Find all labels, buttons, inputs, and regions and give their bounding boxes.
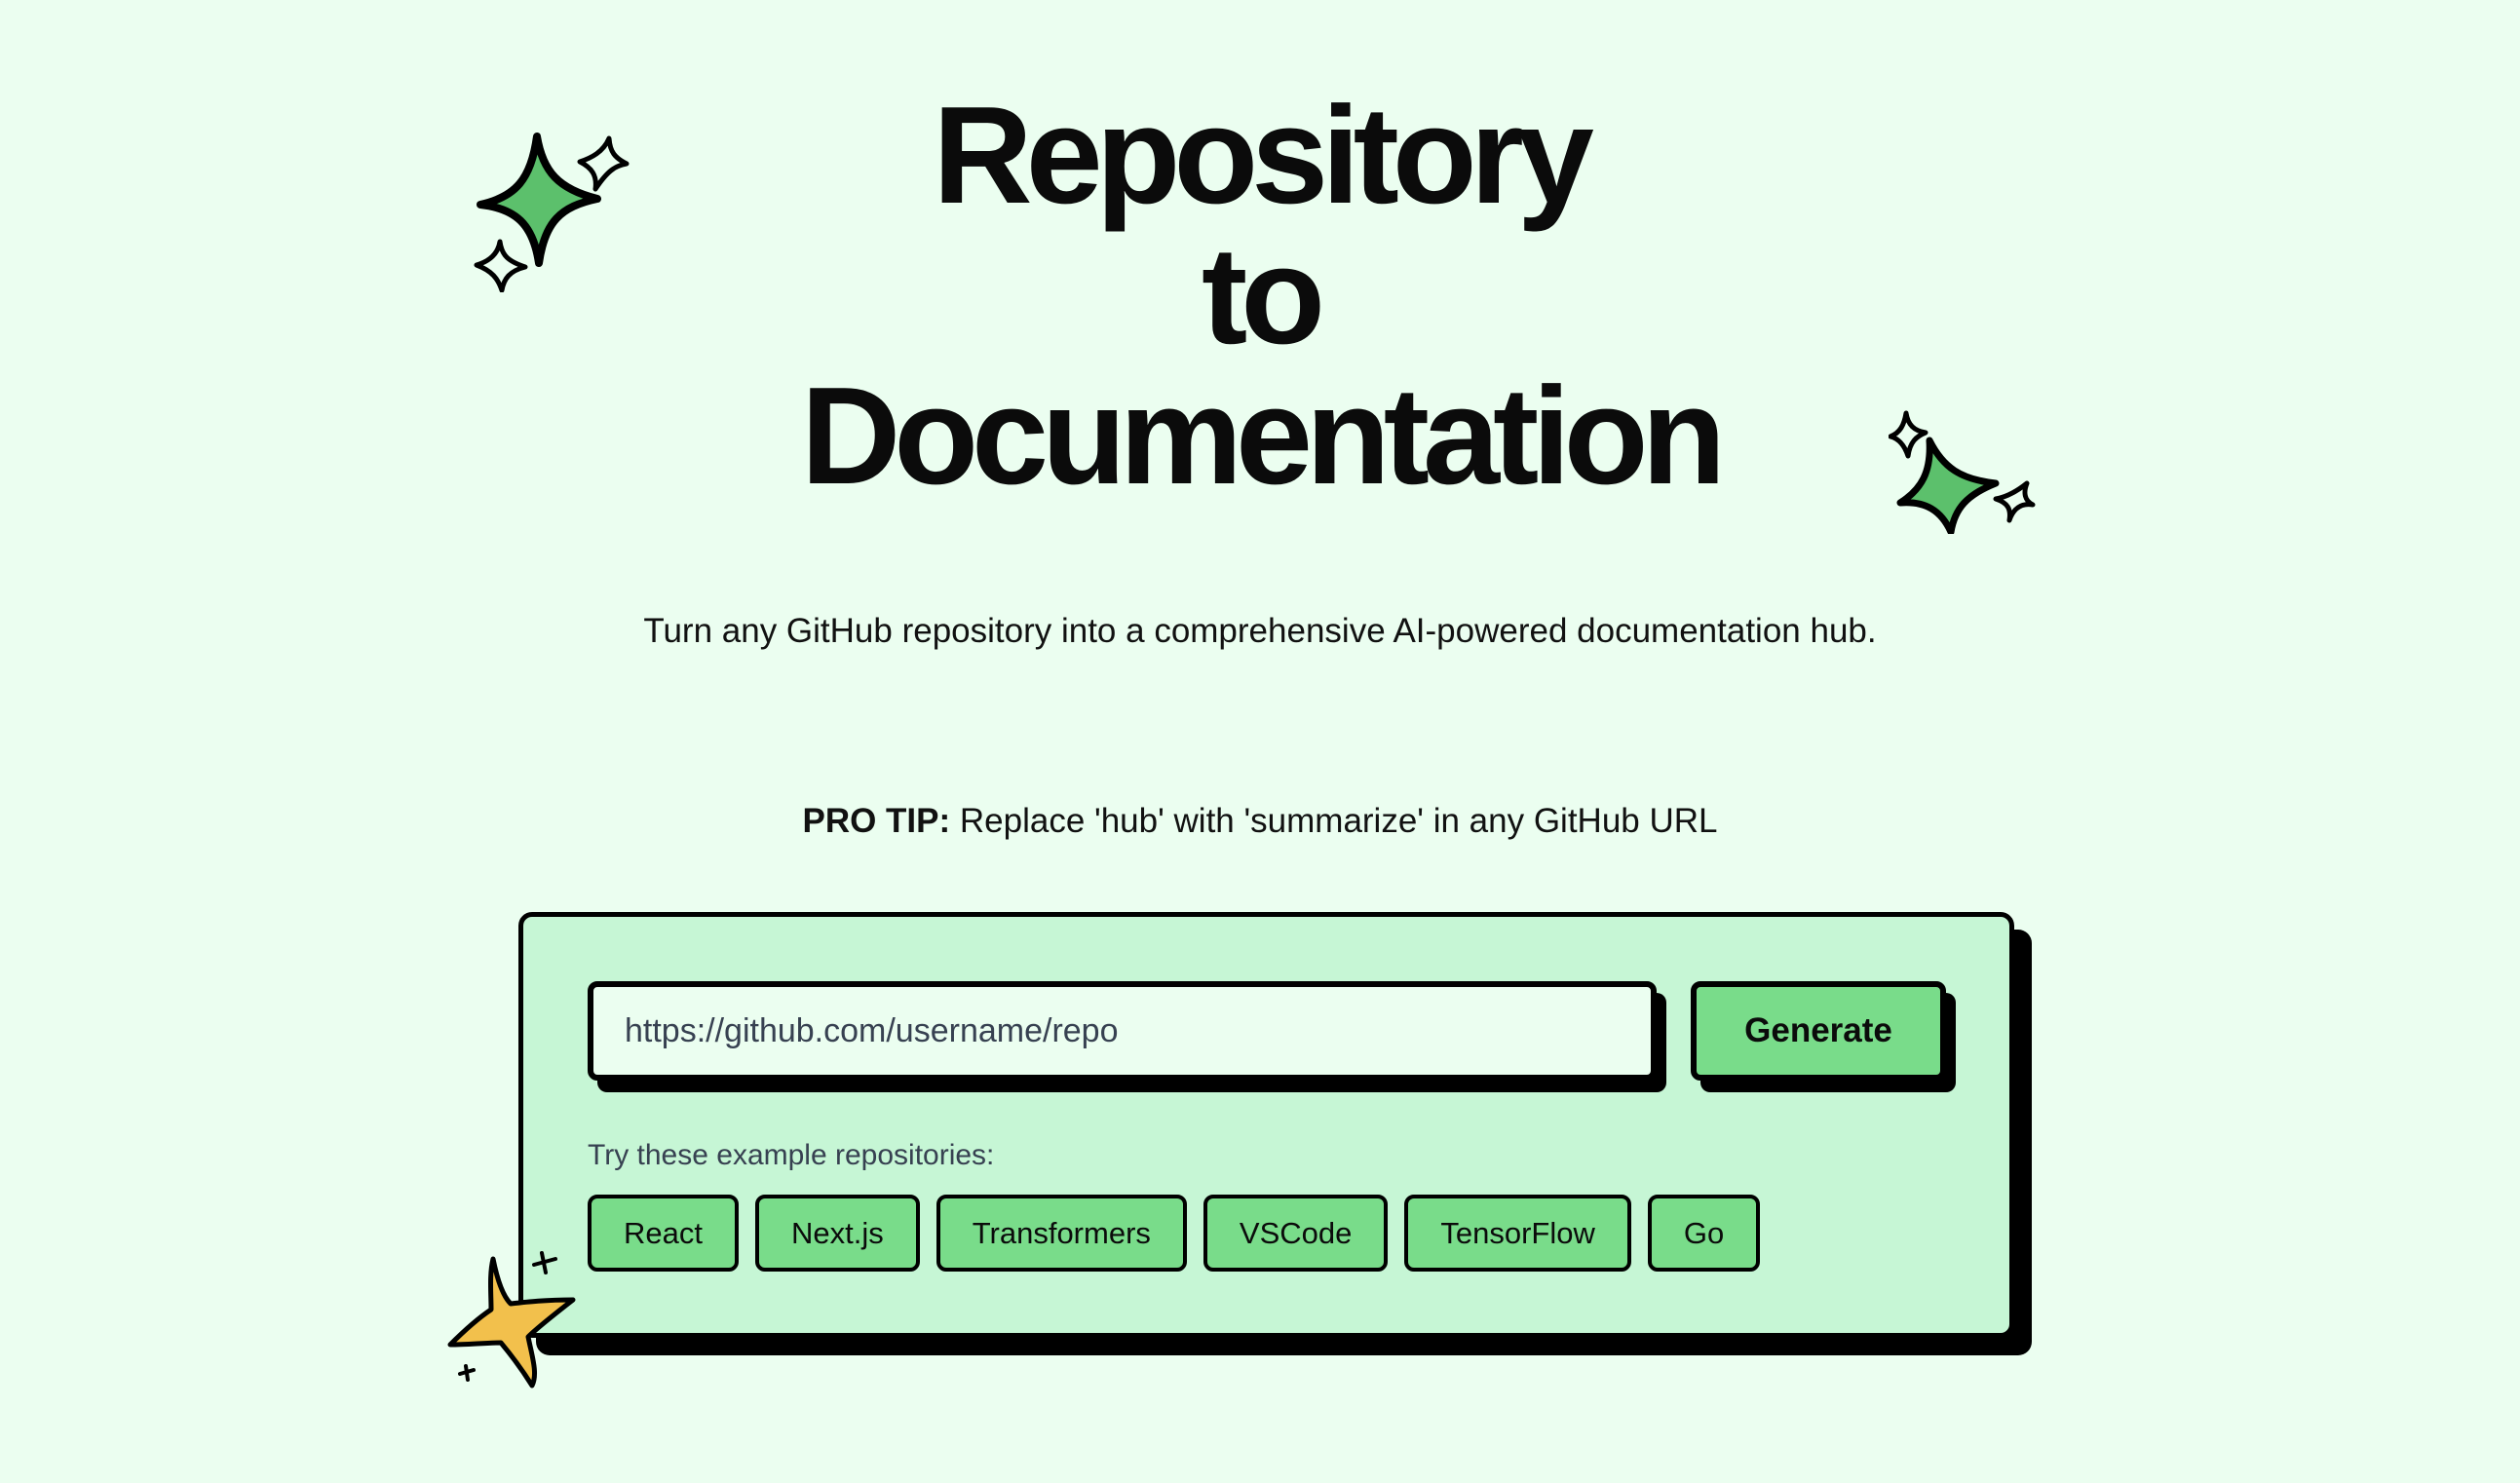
generate-button[interactable]: Generate — [1691, 981, 1946, 1081]
title-line-3: Documentation — [800, 359, 1726, 513]
yellow-star-icon — [447, 1251, 576, 1388]
repo-url-input[interactable] — [588, 981, 1657, 1081]
example-vscode-button[interactable]: VSCode — [1203, 1195, 1389, 1272]
subtitle: Turn any GitHub repository into a compre… — [643, 612, 1877, 650]
url-input-wrapper — [588, 981, 1666, 1092]
pro-tip-label: PRO TIP: — [802, 802, 951, 840]
sparkles-right-icon — [1889, 410, 2036, 534]
pro-tip: PRO TIP: Replace 'hub' with 'summarize' … — [0, 797, 2520, 846]
generate-button-wrapper: Generate — [1691, 981, 1956, 1092]
example-transformers-button[interactable]: Transformers — [935, 1195, 1187, 1272]
pro-tip-text: Replace 'hub' with 'summarize' in any Gi… — [950, 802, 1718, 840]
sparkles-top-left-icon — [474, 133, 630, 292]
page-title: Repository to Documentation — [0, 86, 2520, 507]
example-react-button[interactable]: React — [588, 1195, 739, 1272]
generate-card: Generate Try these example repositories:… — [518, 912, 2014, 1338]
example-tensorflow-button[interactable]: TensorFlow — [1404, 1195, 1631, 1272]
example-nextjs-button[interactable]: Next.js — [754, 1195, 920, 1272]
title-line-1: Repository — [933, 78, 1594, 233]
title-line-2: to — [1201, 218, 1325, 373]
example-repos-list: React Next.js Transformers VSCode Tensor… — [588, 1195, 1761, 1272]
examples-label: Try these example repositories: — [588, 1139, 995, 1171]
example-go-button[interactable]: Go — [1647, 1195, 1761, 1272]
